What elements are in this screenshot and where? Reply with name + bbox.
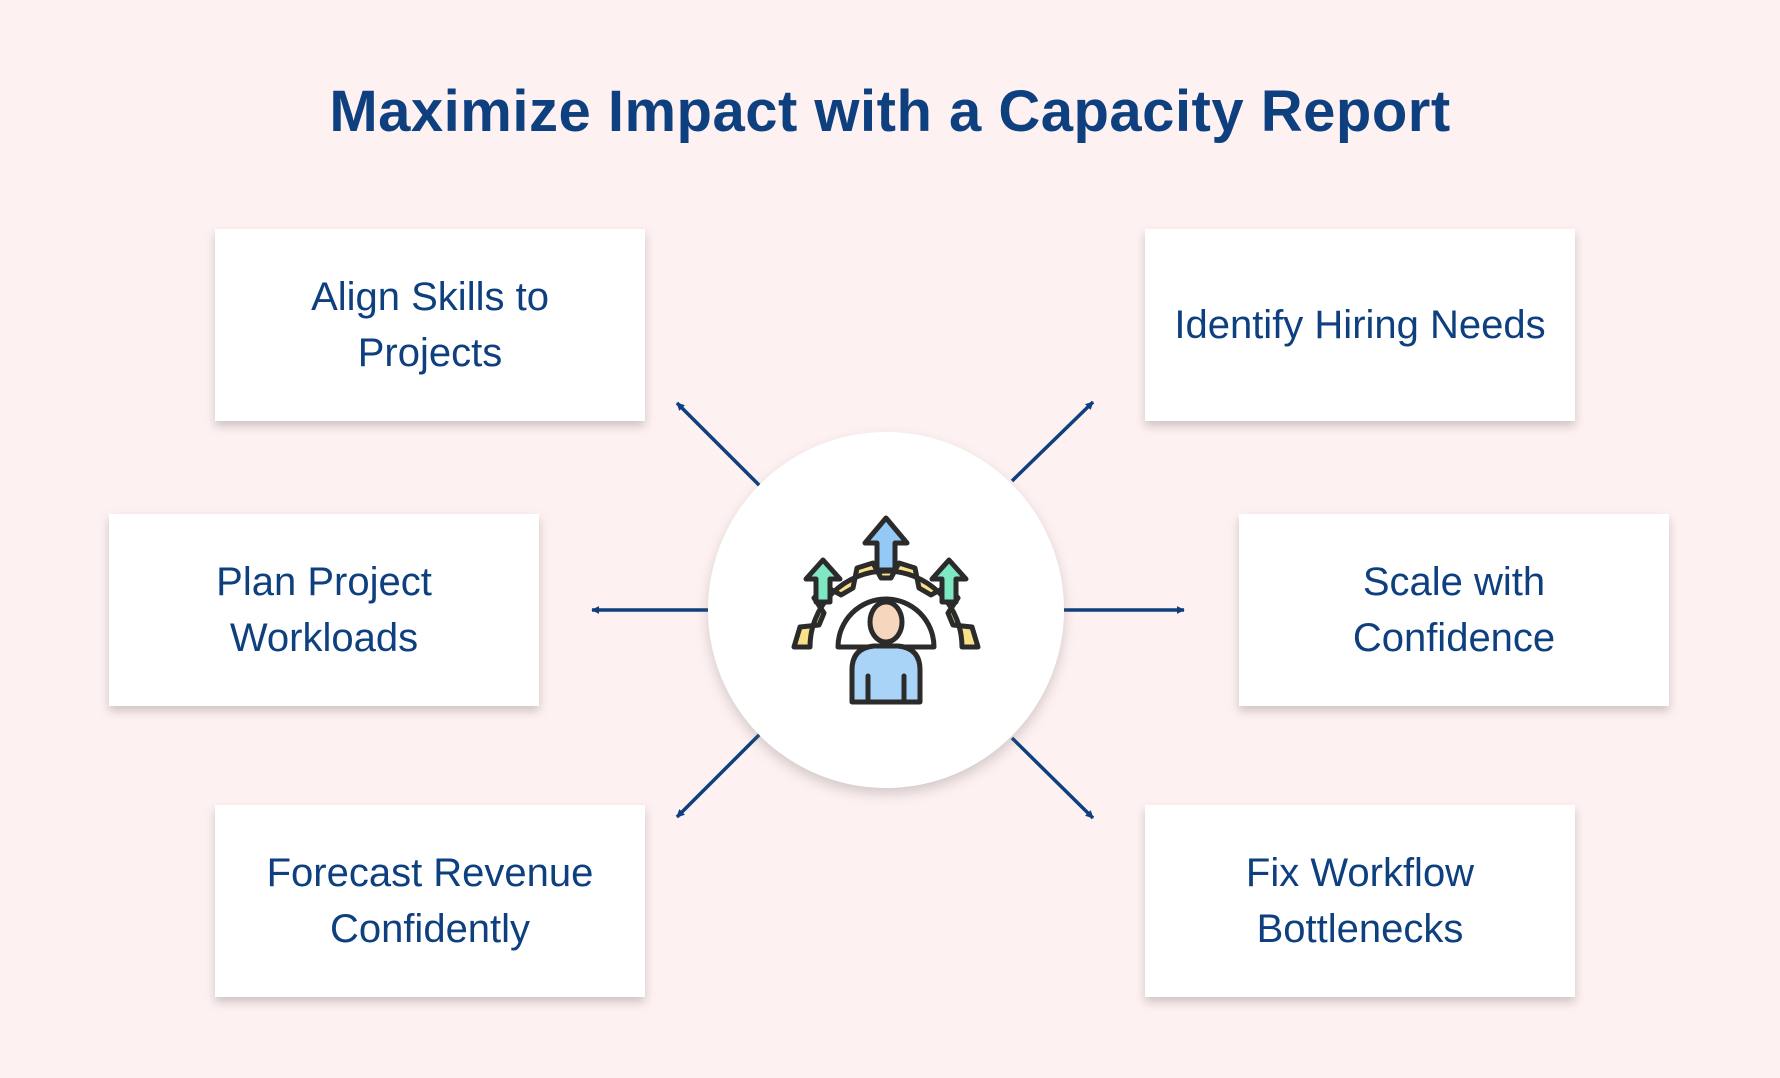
card-label: Identify Hiring Needs bbox=[1174, 303, 1546, 347]
card-label: Align Skills to Projects bbox=[311, 275, 549, 375]
arrow-to-forecast-revenue bbox=[675, 732, 762, 819]
page-title: Maximize Impact with a Capacity Report bbox=[329, 79, 1451, 144]
arrow-to-identify-hiring bbox=[1010, 400, 1095, 483]
card-label: Fix Workflow Bottlenecks bbox=[1245, 851, 1475, 951]
card-scale-confidence: Scale with Confidence bbox=[1239, 514, 1669, 706]
card-forecast-revenue: Forecast Revenue Confidently bbox=[215, 805, 645, 997]
card-label: Scale with Confidence bbox=[1352, 560, 1556, 660]
card-label: Plan Project Workloads bbox=[216, 560, 432, 660]
card-identify-hiring: Identify Hiring Needs bbox=[1145, 229, 1575, 421]
card-align-skills: Align Skills to Projects bbox=[215, 229, 645, 421]
person-growth-gear-icon bbox=[791, 515, 981, 705]
arrow-to-fix-bottlenecks bbox=[1010, 736, 1095, 820]
card-fix-bottlenecks: Fix Workflow Bottlenecks bbox=[1145, 805, 1575, 997]
card-label: Forecast Revenue Confidently bbox=[266, 851, 594, 951]
arrow-to-align-skills bbox=[675, 401, 762, 488]
card-plan-workloads: Plan Project Workloads bbox=[109, 514, 539, 706]
